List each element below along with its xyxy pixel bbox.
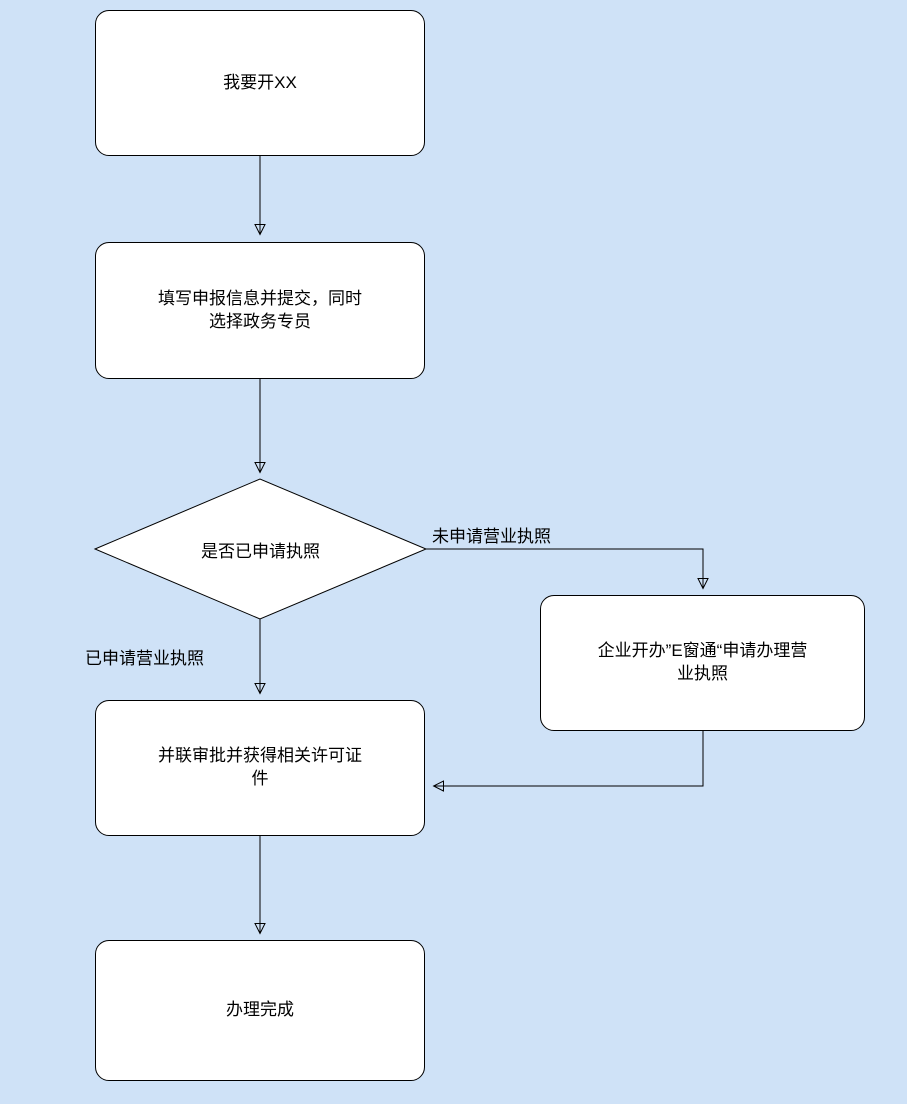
edge-label-has-license: 已申请营业执照: [85, 649, 204, 668]
node-decision: 是否已申请执照: [95, 479, 426, 619]
node-fill-info-label: 填写申报信息并提交，同时选择政务专员: [158, 288, 362, 331]
node-approval: 并联审批并获得相关许可证件: [95, 700, 425, 836]
edge-ewindow-to-approval: [434, 731, 704, 786]
node-approval-label: 并联审批并获得相关许可证件: [158, 746, 362, 788]
node-ewindow-label: 企业开办”E窗通“申请办理营业执照: [597, 641, 808, 683]
edge-label-no-license: 未申请营业执照: [432, 527, 551, 546]
node-start: 我要开XX: [95, 10, 425, 156]
node-start-label: 我要开XX: [223, 72, 297, 92]
node-done: 办理完成: [95, 940, 425, 1081]
node-ewindow: 企业开办”E窗通“申请办理营业执照: [540, 595, 865, 731]
node-done-label: 办理完成: [226, 1000, 294, 1020]
node-decision-label: 是否已申请执照: [201, 541, 320, 561]
node-fill-info: 填写申报信息并提交，同时选择政务专员: [95, 242, 425, 379]
edge-decision-to-ewindow: [426, 548, 703, 588]
